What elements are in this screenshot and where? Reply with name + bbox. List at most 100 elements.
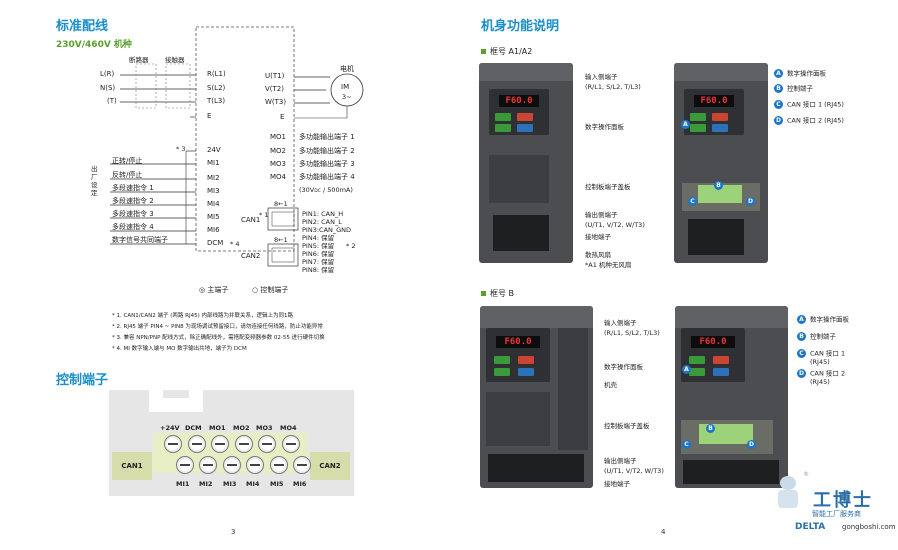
can1-port: CAN1 [112, 452, 152, 480]
marker-c-frame-b: C [682, 440, 691, 449]
a-callout-input-sub: (R/L1, S/L2, T/L3) [585, 83, 641, 91]
a-callout-output-sub: (U/T1, V/T2, W/T3) [585, 221, 645, 229]
top-term-mo3: MO3 [256, 424, 273, 432]
top-term-mo1: MO1 [209, 424, 226, 432]
watermark-logo: DELTA [795, 522, 826, 532]
top-term-dcm: DCM [185, 424, 202, 432]
page-number-right: 4 [661, 528, 666, 536]
terminal-v: V(T2) [265, 85, 284, 93]
terminal-mo2: MO2 [270, 147, 287, 155]
screw-mo1 [211, 435, 229, 453]
pin1: PIN1: CAN_H [302, 210, 344, 218]
b-callout-input: 输入侧端子 [604, 319, 637, 327]
bottom-term-mi4: MI4 [246, 480, 260, 488]
screw-mi3 [223, 456, 241, 474]
contactor-label: 接触器 [165, 56, 185, 64]
can1-marker: * 1 [259, 211, 269, 219]
pin5: PIN5: 保留 [302, 242, 335, 250]
terminal-mi5: MI5 [207, 213, 220, 221]
motor-phase: 3∼ [342, 93, 352, 101]
screw-24v [164, 435, 182, 453]
pin7: PIN7: 保留 [302, 258, 335, 266]
mi6-function: 多段速指令 4 [112, 223, 154, 231]
screw-mi6 [293, 456, 311, 474]
a-callout-panel: 数字操作面板 [585, 123, 624, 131]
bottom-term-mi2: MI2 [199, 480, 213, 488]
b-legend-c-sub: (RJ45) [810, 358, 830, 366]
page-number-left: 3 [231, 528, 236, 536]
drive-frame-a-open: F60.0 [674, 63, 768, 263]
terminal-r: R(L1) [207, 70, 226, 78]
drive-frame-a-front: F60.0 [479, 63, 573, 263]
note-marker-3: * 3 [176, 145, 186, 153]
screw-mi5 [270, 456, 288, 474]
rj45-pins-top: 8←1 [274, 200, 288, 208]
mi5-function: 多段速指令 3 [112, 210, 154, 218]
a-callout-output: 输出侧端子 [585, 211, 618, 219]
mo3-desc: 多功能输出端子 3 [299, 160, 355, 168]
can1-label: CAN1 [241, 216, 261, 224]
screw-mo4 [282, 435, 300, 453]
factory-setting-label: 出厂设定 [91, 165, 98, 197]
terminal-w: W(T3) [265, 98, 287, 106]
note-4: * 4. MI 数字输入端与 MO 数字输出共地，端子为 DCM [112, 346, 247, 352]
mi4-function: 多段速指令 2 [112, 197, 154, 205]
a-callout-ground: 接地端子 [585, 233, 611, 241]
top-term-mo2: MO2 [233, 424, 250, 432]
can2-label: CAN2 [241, 252, 261, 260]
bottom-term-mi3: MI3 [223, 480, 237, 488]
pin8: PIN8: 保留 [302, 266, 335, 274]
legend-main: ◎ 主端子 [199, 286, 229, 294]
frame-a-heading: 框号 A1/A2 [481, 46, 532, 57]
terminal-24v: 24V [207, 146, 221, 154]
mo4-desc: 多功能输出端子 4 [299, 173, 355, 181]
dcm-marker: * 4 [230, 240, 240, 248]
b-callout-casing: 机壳 [604, 381, 617, 389]
mi1-function: 正转/停止 [112, 157, 143, 165]
registered-mark: ® [803, 471, 809, 478]
marker-c-frame-a: C [688, 197, 697, 206]
top-term-mo4: MO4 [280, 424, 297, 432]
a-callout-input: 输入侧端子 [585, 73, 618, 81]
note-3: * 3. 兼容 NPN/PNP 配线方式，除正确配线外，需搭配变频器参数 02-… [112, 335, 325, 341]
watermark-url: gongboshi.com [842, 523, 896, 531]
screw-mi4 [246, 456, 264, 474]
page-title-wiring: 标准配线 [56, 19, 109, 34]
b-callout-output-sub: (U/T1, V/T2, W/T3) [604, 467, 664, 475]
terminal-s: S(L2) [207, 84, 226, 92]
robot-mascot-icon [776, 476, 800, 512]
b-callout-ground: 接地端子 [604, 480, 630, 488]
marker-d-frame-a: D [746, 197, 755, 206]
screw-mo3 [258, 435, 276, 453]
note-2: * 2. RJ45 端子 PIN4 ~ PIN8 为现场调试预留接口，请勿连接任… [112, 324, 323, 330]
terminal-mi3: MI3 [207, 187, 220, 195]
terminal-mo1: MO1 [270, 133, 287, 141]
marker-b-frame-b: B [706, 424, 715, 433]
a-callout-fan-note: *A1 机种无风扇 [585, 261, 632, 269]
terminal-mo3: MO3 [270, 160, 287, 168]
legend-control: ○ 控制端子 [252, 286, 289, 294]
mo1-desc: 多功能输出端子 1 [299, 133, 355, 141]
can2-port: CAN2 [310, 452, 350, 480]
page-title-features: 机身功能说明 [481, 19, 560, 34]
terminal-e-in: E [207, 112, 212, 120]
pin6: PIN6: 保留 [302, 250, 335, 258]
pin3: PIN3:CAN_GND [302, 226, 352, 234]
motor-symbol: IM [341, 83, 350, 91]
b-callout-cover: 控制板端子盖板 [604, 422, 650, 430]
dcm-function: 数字信号共同端子 [112, 236, 168, 244]
terminal-u: U(T1) [265, 72, 285, 80]
watermark-subtitle: 智能工厂服务商 [812, 510, 861, 518]
mi2-function: 反转/停止 [112, 171, 143, 179]
mo-rating: (30VDC / 500mA) [299, 186, 353, 194]
rj45-pins-bottom: 8←1 [274, 236, 288, 244]
marker-a-frame-a: A [681, 120, 690, 129]
